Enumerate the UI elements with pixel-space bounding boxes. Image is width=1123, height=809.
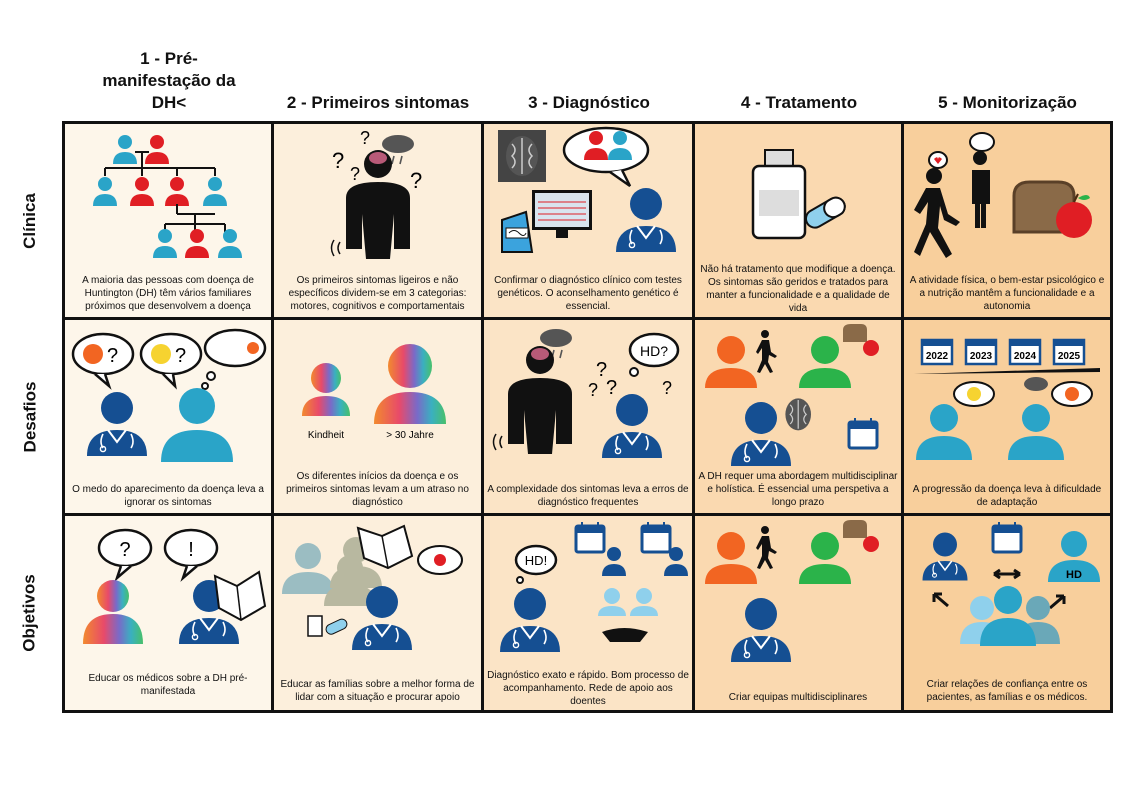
fear-doctor-family-icon: ? ? [71, 328, 267, 462]
kindheit-label: Kindheit [308, 430, 344, 441]
cell-clinica-diagnostico: Confirmar o diagnóstico clínico com test… [484, 124, 692, 317]
cell-caption: Os primeiros sintomas ligeiros e não esp… [288, 275, 467, 312]
hd-question-text: HD? [640, 343, 668, 359]
cell-caption: A DH requer uma abordagem multidisciplin… [698, 471, 898, 508]
over30-label: > 30 Jahre [386, 430, 434, 441]
year-2025: 2025 [1058, 351, 1081, 362]
svg-text:?: ? [596, 359, 607, 381]
svg-text:?: ? [350, 164, 360, 184]
educate-doctors-icon: ? ! [83, 528, 267, 645]
trust-relations-icon: HD [921, 520, 1100, 646]
year-2023: 2023 [970, 351, 993, 362]
cell-clinica-tratamento: Não há tratamento que modifique a doença… [695, 124, 901, 317]
column-header-2: 2 - Primeiros sintomas [286, 93, 470, 112]
year-2022: 2022 [926, 351, 949, 362]
column-header-3: 3 - Diagnóstico [528, 93, 650, 112]
family-tree-icon [93, 135, 242, 258]
cell-clinica-pre-manifestacao: A maioria das pessoas com doença de Hunt… [65, 124, 271, 317]
cell-caption: A atividade física, o bem-estar psicológ… [909, 275, 1105, 312]
row-header-desafios: Desafios [20, 381, 39, 452]
multidisciplinary-care-icon [705, 324, 879, 467]
hd-exclaim-text: HD! [525, 553, 547, 568]
misdiagnosis-icon: HD? ? ? ? ? [492, 329, 680, 459]
cell-objetivos-diagnostico: HD! Diagnóstico exato e rápido. Bom proc… [484, 516, 692, 710]
column-header-4: 4 - Tratamento [740, 93, 858, 112]
cell-caption: Criar equipas multidisciplinares [728, 692, 868, 703]
hd-label: HD [1066, 569, 1082, 581]
cell-caption: Educar as famílias sobre a melhor forma … [280, 679, 475, 703]
cell-caption: A progressão da doença leva à dificuldad… [912, 484, 1102, 508]
cell-desafios-diagnostico: HD? ? ? ? ? A complexidade dos sintomas … [484, 320, 692, 513]
fast-diagnosis-icon: HD! [499, 520, 688, 653]
cell-caption: A maioria das pessoas com doença de Hunt… [82, 275, 254, 312]
patient-confused-icon: ? ? ? ? [330, 128, 422, 259]
svg-text:?: ? [175, 345, 186, 367]
svg-text:?: ? [360, 128, 370, 148]
disease-progression-icon: 2022 2023 2024 2025 [914, 338, 1100, 460]
svg-text:?: ? [119, 539, 130, 561]
cell-desafios-pre-manifestacao: ? ? O medo do aparecimento da doença lev… [65, 320, 271, 513]
svg-text:!: ! [188, 539, 194, 561]
cell-caption: Educar os médicos sobre a DH pré-manifes… [88, 673, 248, 697]
cell-clinica-monitorizacao: A atividade física, o bem-estar psicológ… [904, 124, 1110, 317]
svg-text:?: ? [410, 168, 422, 193]
svg-text:?: ? [606, 377, 617, 399]
cell-desafios-tratamento: A DH requer uma abordagem multidisciplin… [695, 320, 901, 513]
column-header-1: 1 - Pré-manifestação da DH< [102, 49, 236, 112]
cell-clinica-primeiros-sintomas: ? ? ? ? Os primeiros sintomas ligeiros e… [274, 124, 481, 317]
column-header-5: 5 - Monitorização [938, 93, 1077, 112]
educate-families-icon [282, 524, 463, 651]
svg-text:?: ? [662, 378, 672, 398]
cell-caption: Criar relações de confiança entre os pac… [926, 679, 1088, 703]
cell-caption: Confirmar o diagnóstico clínico com test… [494, 275, 682, 312]
cell-objetivos-tratamento: Criar equipas multidisciplinares [695, 516, 901, 710]
cell-objetivos-primeiros-sintomas: Educar as famílias sobre a melhor forma … [274, 516, 481, 710]
cell-caption: Diagnóstico exato e rápido. Bom processo… [487, 670, 689, 707]
multidisciplinary-team-icon [705, 520, 879, 663]
svg-text:?: ? [588, 380, 598, 400]
cell-caption: Os diferentes inícios da doença e os pri… [286, 471, 469, 508]
row-header-clinica: Clínica [20, 192, 39, 249]
genetic-test-icon [498, 126, 677, 253]
lifestyle-icon [914, 132, 1092, 258]
pathway-grid: A maioria das pessoas com doença de Hunt… [62, 121, 1113, 713]
row-header-objetivos: Objetivos [20, 574, 39, 652]
svg-text:?: ? [332, 148, 344, 173]
svg-text:?: ? [107, 345, 118, 367]
cell-caption: O medo do aparecimento da doença leva a … [72, 484, 264, 508]
age-onset-icon: Kindheit > 30 Jahre [302, 344, 446, 441]
year-2024: 2024 [1014, 351, 1037, 362]
cell-desafios-monitorizacao: 2022 2023 2024 2025 [904, 320, 1110, 513]
cell-desafios-primeiros-sintomas: Kindheit > 30 Jahre Os diferentes início… [274, 320, 481, 513]
cell-caption: A complexidade dos sintomas leva a erros… [487, 484, 689, 508]
medication-icon [751, 149, 846, 240]
cell-caption: Não há tratamento que modifique a doença… [700, 264, 896, 314]
cell-objetivos-monitorizacao: HD Criar relações de confiança entre os … [904, 516, 1110, 710]
cell-objetivos-pre-manifestacao: ? ! Educar os médicos sobre a DH pré-man… [65, 516, 271, 710]
